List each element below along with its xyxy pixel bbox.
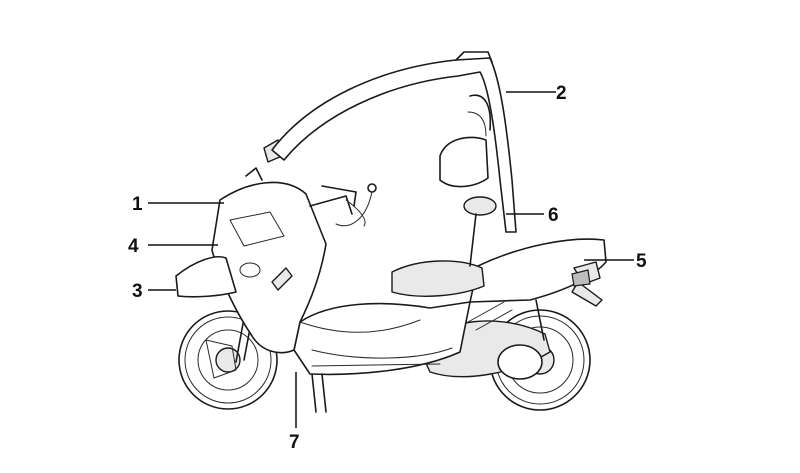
callout-4: 4 <box>128 236 139 257</box>
centre-stand <box>311 373 327 413</box>
handlebar <box>309 195 353 215</box>
rear-light <box>571 269 591 287</box>
front-nose <box>175 256 237 298</box>
callout-7: 7 <box>289 432 300 453</box>
callout-6: 6 <box>548 205 559 226</box>
floorboard <box>299 319 421 333</box>
backrest <box>439 136 489 188</box>
lower-body <box>293 301 471 376</box>
callout-3: 3 <box>132 281 143 302</box>
rear-body-panel <box>469 238 607 303</box>
roof-frame <box>271 57 517 233</box>
front-fairing <box>211 181 327 354</box>
callout-5: 5 <box>636 251 647 272</box>
callout-1: 1 <box>132 194 143 215</box>
callout-2: 2 <box>556 83 567 104</box>
seat <box>391 260 485 297</box>
